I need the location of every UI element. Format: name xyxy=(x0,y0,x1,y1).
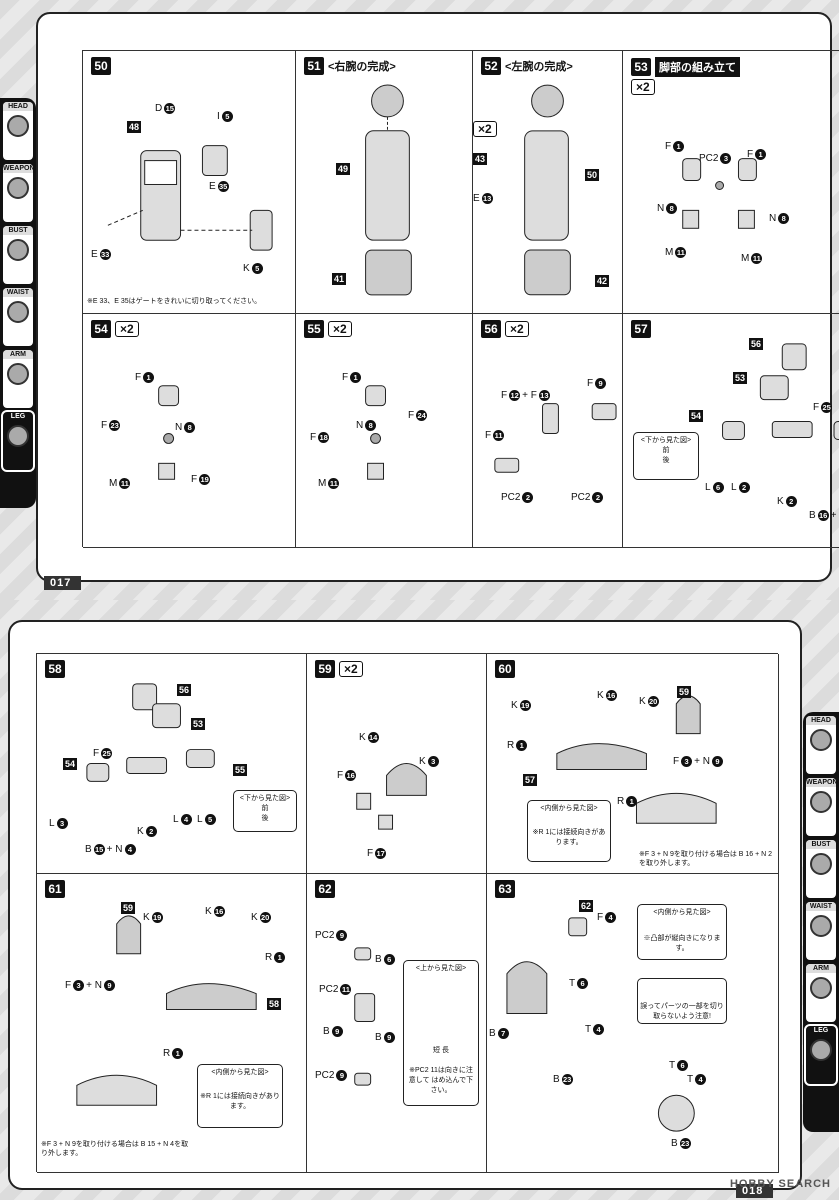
section-sidebar: HEAD WEAPON BUST WAIST ARM LEG xyxy=(803,712,839,1132)
sidebar-item-leg[interactable]: LEG xyxy=(804,1024,838,1086)
part-diagram xyxy=(494,403,617,473)
view-box: <内側から見た図> ※凸部が縦向きになります。 xyxy=(637,904,727,960)
step-57: 57 56 53 F25 54 55 L1 L6 L2 K2 B16+ N2 <… xyxy=(623,314,839,548)
view-box: <内側から見た図> ※R 1には接続向きがあります。 xyxy=(197,1064,283,1128)
sidebar-item-leg[interactable]: LEG xyxy=(1,410,35,472)
weapon-icon xyxy=(7,177,29,199)
step-note: ※F 3 + N 9を取り付ける場合は B 16 + N 2を取り外します。 xyxy=(639,851,773,868)
waist-icon xyxy=(810,915,832,937)
head-icon xyxy=(7,115,29,137)
part-diagram xyxy=(356,763,427,830)
sidebar-item-waist[interactable]: WAIST xyxy=(3,288,33,346)
waist-icon xyxy=(7,301,29,323)
sidebar-item-waist[interactable]: WAIST xyxy=(806,902,836,960)
view-box: <内側から見た図> ※R 1には接続向きがあります。 xyxy=(527,800,611,862)
part-diagram xyxy=(354,947,376,1086)
part-diagram xyxy=(158,385,180,480)
leg-icon xyxy=(7,425,29,447)
step-number: 50 xyxy=(91,57,111,75)
view-box: <下から見た図> 前 後 xyxy=(633,432,699,480)
step-51: 51<右腕の完成> 49 41 xyxy=(296,51,473,314)
warning-box: 誤ってパーツの一部を切り取らないよう注意! xyxy=(637,978,727,1024)
arm-icon xyxy=(810,977,832,999)
part-diagram xyxy=(722,343,839,440)
watermark: HOBBY SEARCH xyxy=(729,1178,831,1190)
part-diagram xyxy=(556,695,717,824)
step-note: ※E 33、E 35はゲートをきれいに切り取ってください。 xyxy=(87,298,262,305)
part-diagram xyxy=(682,158,757,229)
view-box: <下から見た図> 前 後 xyxy=(233,790,297,832)
part-diagram xyxy=(107,145,273,251)
arm-icon xyxy=(7,363,29,385)
sidebar-item-weapon[interactable]: WEAPON xyxy=(806,778,836,836)
sidebar-item-head[interactable]: HEAD xyxy=(3,102,33,160)
view-box: <上から見た図> 短 長 ※PC2 11は向きに注意して はめ込んで下さい。 xyxy=(403,960,479,1106)
leg-icon xyxy=(810,1039,832,1061)
sidebar-item-arm[interactable]: ARM xyxy=(3,350,33,408)
sidebar-item-arm[interactable]: ARM xyxy=(806,964,836,1022)
sidebar-item-weapon[interactable]: WEAPON xyxy=(3,164,33,222)
head-icon xyxy=(810,729,832,751)
step-note: ※F 3 + N 9を取り付ける場合は B 15 + N 4を取り外します。 xyxy=(41,1141,189,1158)
sidebar-item-bust[interactable]: BUST xyxy=(3,226,33,284)
weapon-icon xyxy=(810,791,832,813)
part-diagram xyxy=(86,683,215,782)
page-number: 017 xyxy=(44,576,82,590)
part-diagram xyxy=(506,917,695,1132)
sidebar-item-bust[interactable]: BUST xyxy=(806,840,836,898)
part-diagram xyxy=(365,385,386,480)
section-sidebar: HEAD WEAPON BUST WAIST ARM LEG xyxy=(0,98,36,508)
part-diagram xyxy=(76,915,257,1106)
multiplier-badge: ×2 xyxy=(631,79,655,95)
bust-icon xyxy=(810,853,832,875)
sidebar-item-head[interactable]: HEAD xyxy=(806,716,836,774)
part-diagram xyxy=(365,84,412,296)
page-number: 018 xyxy=(736,1184,774,1198)
bust-icon xyxy=(7,239,29,261)
part-diagram xyxy=(524,84,571,296)
